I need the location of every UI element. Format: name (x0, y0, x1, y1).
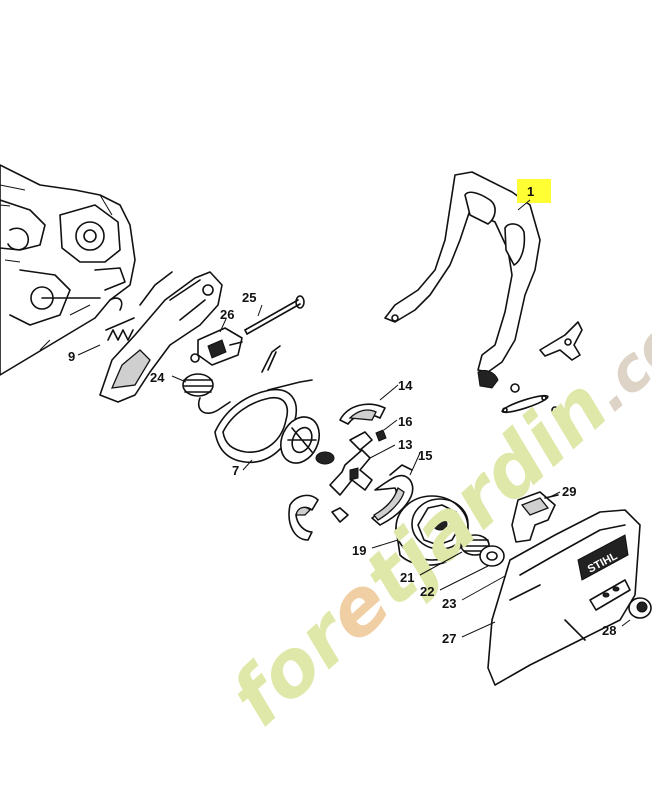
callout-24: 24 (150, 370, 165, 385)
callout-1: 1 (527, 184, 534, 199)
small-link (261, 345, 281, 373)
part-28-nut (628, 597, 652, 619)
callout-labels: 1 7 9 13 14 15 16 19 21 22 23 24 25 26 2… (68, 184, 616, 646)
part-1-highlight (517, 179, 551, 203)
guard-hardware (501, 383, 559, 414)
callout-19: 19 (352, 543, 366, 558)
part-1-hand-guard (384, 171, 541, 389)
callout-9: 9 (68, 349, 75, 364)
brake-lever (539, 321, 583, 361)
callout-7: 7 (232, 463, 239, 478)
svg-text:foretjardin.com: foretjardin.com (214, 253, 652, 744)
callout-21: 21 (400, 570, 414, 585)
watermark: foretjardin.com (214, 253, 652, 744)
callout-22: 22 (420, 584, 434, 599)
callout-16: 16 (398, 414, 412, 429)
callout-15: 15 (418, 448, 432, 463)
callout-26: 26 (220, 307, 234, 322)
clutch-hub-disc (279, 416, 335, 465)
callout-23: 23 (442, 596, 456, 611)
part-29-guide-block (511, 491, 559, 543)
callout-28: 28 (602, 623, 616, 638)
part-13-carrier (329, 449, 373, 496)
callout-13: 13 (398, 437, 412, 452)
part-16-clip (349, 429, 387, 451)
callout-29: 29 (562, 484, 576, 499)
engine-block (0, 164, 136, 376)
callout-14: 14 (398, 378, 413, 393)
callout-27: 27 (442, 631, 456, 646)
part-24-coil-spring (182, 373, 231, 414)
leader-lines (77, 199, 631, 638)
spring (105, 317, 135, 341)
part-27-sprocket-cover: STIHL (487, 509, 641, 686)
part-26-lever-block (190, 327, 243, 366)
part-9-brake-band-bracket (99, 271, 223, 403)
part-25-rod (244, 295, 305, 335)
part-14-clutch-shoe (339, 403, 386, 425)
clutch-shoe-left (288, 494, 349, 541)
part-22-washer (479, 545, 505, 567)
callout-25: 25 (242, 290, 256, 305)
